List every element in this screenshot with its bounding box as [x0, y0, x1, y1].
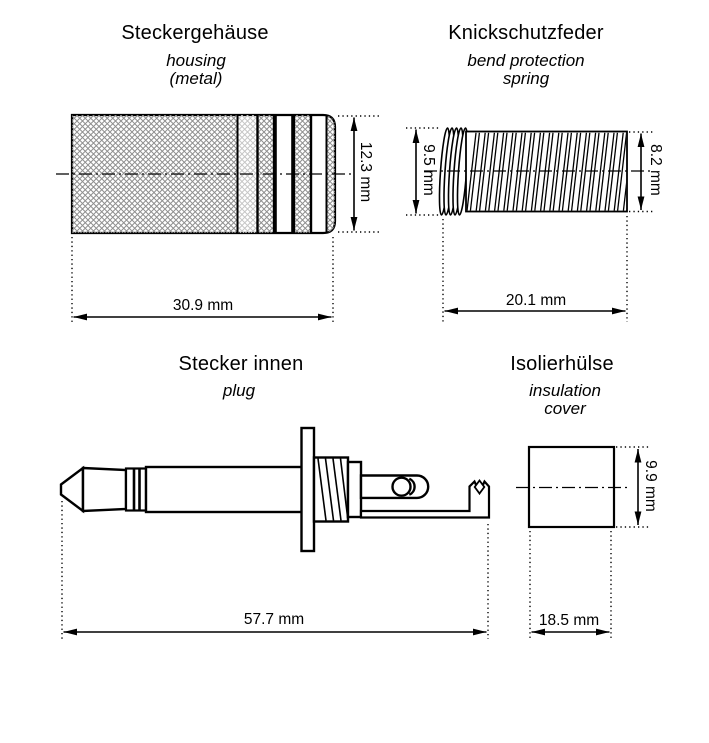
- plug-flange: [300, 426, 316, 553]
- spring-subtitle: spring: [502, 69, 550, 88]
- plug-subtitle: plug: [222, 381, 256, 400]
- plug-tip: [59, 465, 85, 514]
- plug-title: Stecker innen: [178, 353, 304, 375]
- spring-right-height-dimension-label: 8.2 mm: [647, 144, 664, 196]
- plug-step: [346, 460, 363, 519]
- spring-coil-lines: [466, 132, 627, 211]
- housing-subtitle: (metal): [169, 69, 223, 88]
- plug-width-dimension-label: 57.7 mm: [243, 611, 305, 628]
- plug-drawing: [59, 426, 491, 639]
- spring-left-height-dimension-label: 9.5 mm: [420, 144, 437, 196]
- housing-width-dimension-label: 30.9 mm: [172, 297, 234, 314]
- plug-barrel: [144, 465, 304, 514]
- cover-subtitle: cover: [544, 399, 586, 418]
- plug-lug-hole: [391, 476, 412, 497]
- housing-height-dimension-label: 12.3 mm: [357, 141, 374, 203]
- spring-subtitle: bend protection: [467, 51, 585, 70]
- plug-thread-lines: [317, 458, 349, 521]
- cover-width-dimension-label: 18.5 mm: [538, 612, 600, 629]
- spring-drawing: [406, 127, 653, 322]
- housing-title: Steckergehäuse: [121, 22, 269, 44]
- housing-drawing: [56, 113, 379, 324]
- plug-insulator-rings: [124, 467, 148, 512]
- plug-tip-taper: [81, 466, 128, 513]
- cover-height-dimension-label: 9.9 mm: [642, 460, 659, 512]
- spring-title: Knickschutzfeder: [448, 22, 604, 44]
- housing-subtitle: housing: [166, 51, 226, 70]
- spring-width-dimension-label: 20.1 mm: [505, 292, 567, 309]
- cover-title: Isolierhülse: [510, 353, 614, 375]
- plug-clamp-notch: [473, 478, 486, 496]
- plug-lug-arc: [408, 477, 416, 496]
- cover-subtitle: insulation: [529, 381, 601, 400]
- cover-drawing: [516, 445, 649, 639]
